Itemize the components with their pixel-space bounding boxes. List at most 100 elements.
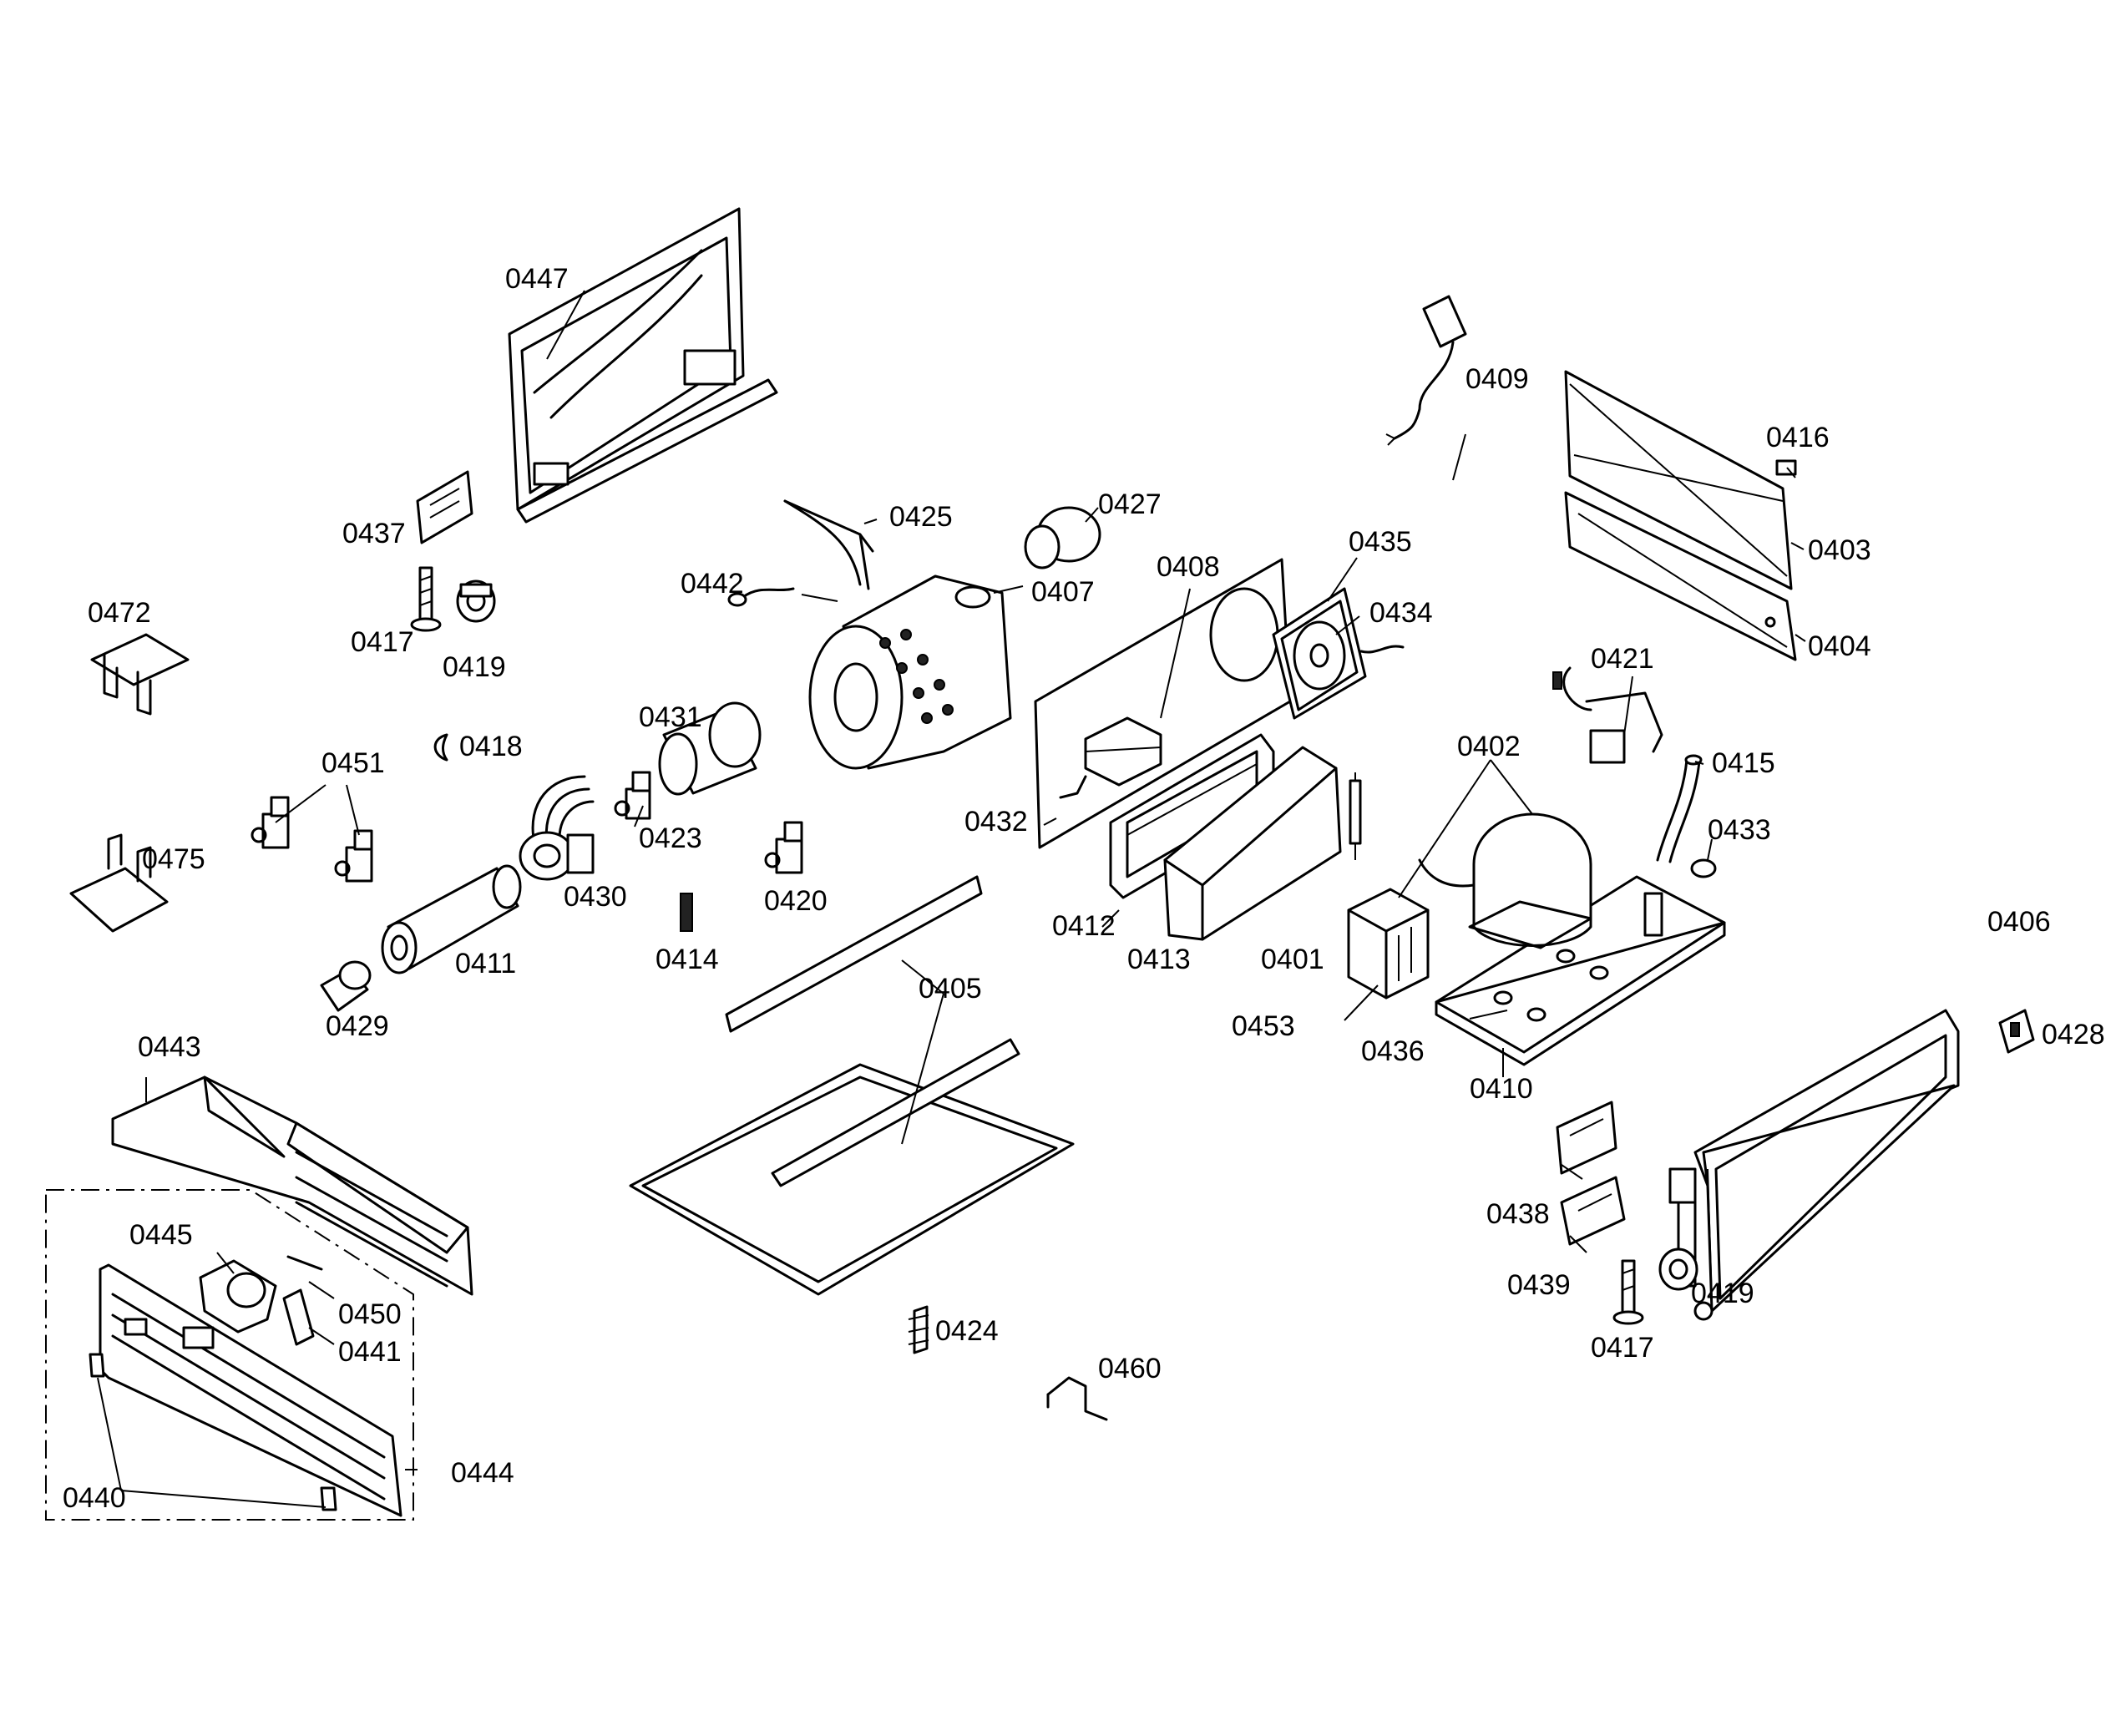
label-0419: 0419 <box>1691 1278 1754 1309</box>
part-0405-shelf <box>629 1038 1075 1296</box>
leader-lines <box>97 290 1806 1508</box>
part-0441-bracket <box>282 1288 315 1346</box>
label-0441: 0441 <box>338 1336 402 1368</box>
part-0428-switch <box>1998 1009 2035 1054</box>
label-0416: 0416 <box>1766 422 1830 453</box>
part-0443-duct-frame <box>111 1076 473 1296</box>
label-0472: 0472 <box>88 597 151 629</box>
part-0427-capacitor <box>1024 506 1101 569</box>
label-0404: 0404 <box>1808 630 1871 662</box>
part-0440-pads <box>89 1353 337 1511</box>
label-0428: 0428 <box>2042 1019 2105 1050</box>
part-0431-cylinder <box>658 701 762 796</box>
label-0415: 0415 <box>1712 747 1775 779</box>
label-0445: 0445 <box>129 1219 193 1251</box>
label-0432: 0432 <box>964 806 1028 838</box>
label-0425: 0425 <box>889 501 953 533</box>
part-0445-duct <box>199 1259 277 1334</box>
label-0443: 0443 <box>138 1031 201 1063</box>
label-0453: 0453 <box>1232 1010 1295 1042</box>
label-0423: 0423 <box>639 822 702 854</box>
part-0405-strip <box>725 875 983 1033</box>
label-0418: 0418 <box>459 731 523 762</box>
label-0450: 0450 <box>338 1298 402 1330</box>
part-0432-panel <box>1034 558 1292 849</box>
part-0425-bracket <box>783 499 874 590</box>
label-0403: 0403 <box>1808 534 1871 566</box>
label-0417: 0417 <box>351 626 414 658</box>
part-0410-base-plate <box>1435 875 1726 1066</box>
label-0427: 0427 <box>1098 488 1162 520</box>
part-0417-screw-left <box>410 566 442 632</box>
label-0451: 0451 <box>321 747 385 779</box>
label-0411: 0411 <box>455 948 516 979</box>
label-0408: 0408 <box>1157 551 1220 583</box>
label-0402: 0402 <box>1457 731 1521 762</box>
label-0419: 0419 <box>443 651 506 683</box>
label-0421: 0421 <box>1591 643 1654 675</box>
part-0403-panel <box>1564 370 1793 590</box>
part-0429-cap <box>320 960 372 1012</box>
label-0434: 0434 <box>1369 597 1433 629</box>
part-0419-foot-right <box>1658 1248 1698 1291</box>
label-0430: 0430 <box>564 881 627 913</box>
part-0417-screw-right <box>1612 1259 1644 1325</box>
label-0424: 0424 <box>935 1315 999 1347</box>
part-0453-box <box>1347 888 1430 1000</box>
label-0431: 0431 <box>639 701 702 733</box>
label-0435: 0435 <box>1349 526 1412 558</box>
part-0430-motor <box>519 775 595 881</box>
part-0411-filter-cartridge <box>381 864 522 974</box>
part-0419-foot-left <box>456 580 496 623</box>
part-0415-tube <box>1656 754 1703 863</box>
label-0420: 0420 <box>764 885 828 917</box>
label-0442: 0442 <box>681 568 744 600</box>
part-0447-control-panel <box>508 207 778 524</box>
label-0438: 0438 <box>1486 1198 1550 1230</box>
part-0438-plate <box>1556 1101 1617 1175</box>
label-0440: 0440 <box>63 1482 126 1514</box>
part-0451-valves <box>251 796 373 883</box>
label-0444: 0444 <box>451 1457 514 1489</box>
part-0472-clip <box>90 633 190 716</box>
label-0413: 0413 <box>1127 944 1191 975</box>
part-0401-drier <box>1349 772 1362 860</box>
label-0412: 0412 <box>1052 910 1116 942</box>
label-0407: 0407 <box>1031 576 1095 608</box>
part-0416-plug <box>1775 459 1797 476</box>
label-0417: 0417 <box>1591 1332 1654 1364</box>
label-0447: 0447 <box>505 263 569 295</box>
part-0434-fan <box>1272 587 1405 720</box>
label-0437: 0437 <box>342 518 406 549</box>
part-labels: 0447 0437 0417 0419 0472 0451 0418 0475 … <box>63 263 2105 1514</box>
part-0423-valve <box>614 771 651 820</box>
label-0401: 0401 <box>1261 944 1324 975</box>
part-0442-sensor <box>727 587 795 607</box>
part-0413-tray-cover <box>1163 746 1342 941</box>
label-0433: 0433 <box>1708 814 1771 846</box>
label-0409: 0409 <box>1465 363 1529 395</box>
part-0414-spring <box>680 893 693 932</box>
part-0406-condenser-panel <box>1668 1009 1960 1321</box>
part-0450-pin <box>286 1255 323 1271</box>
label-0414: 0414 <box>656 944 719 975</box>
part-0437-bracket <box>416 470 473 544</box>
part-0420-valve <box>764 821 803 874</box>
label-0439: 0439 <box>1507 1269 1571 1301</box>
part-0409-power-cord <box>1385 295 1467 446</box>
label-0410: 0410 <box>1470 1073 1533 1105</box>
label-0405: 0405 <box>919 973 982 1005</box>
part-0404-panel <box>1564 491 1797 661</box>
part-0402-compressor <box>1418 812 1592 949</box>
label-0460: 0460 <box>1098 1353 1162 1384</box>
part-0460-bracket <box>1046 1376 1108 1421</box>
part-0439-plate <box>1560 1176 1626 1246</box>
label-0429: 0429 <box>326 1010 389 1042</box>
part-0424-clip <box>908 1305 929 1354</box>
part-0418-clip <box>433 733 448 762</box>
part-0407-fan-housing <box>808 574 1012 770</box>
label-0475: 0475 <box>142 843 205 875</box>
part-0475-clip <box>69 833 169 933</box>
label-0436: 0436 <box>1361 1035 1425 1067</box>
